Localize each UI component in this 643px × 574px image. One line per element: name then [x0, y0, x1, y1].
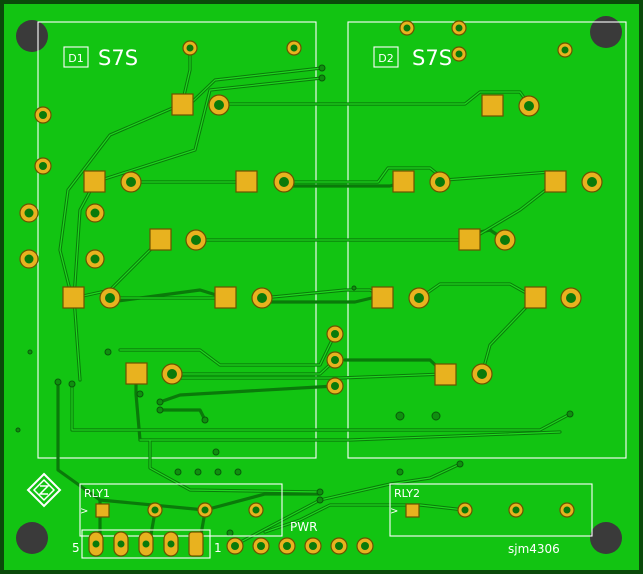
rly1-label: RLY1: [84, 487, 110, 500]
d2-ref-box: [373, 46, 399, 68]
d2-value-label: S7S: [412, 46, 452, 70]
rly2-label: RLY2: [394, 487, 420, 500]
mounting-hole-bottom-right: [590, 522, 622, 554]
rly1-pin1-marker: >: [80, 506, 88, 517]
mounting-hole-bottom-left: [16, 522, 48, 554]
mounting-hole-top-right: [590, 16, 622, 48]
d1-ref-box: [63, 46, 89, 68]
d1-value-label: S7S: [98, 46, 138, 70]
header-pin5-label: 5: [72, 541, 80, 555]
pwr-pads: [226, 537, 374, 555]
rly1-outline: [79, 483, 283, 537]
copper-traces: [56, 46, 572, 547]
header-pin1-label: 1: [214, 541, 222, 555]
pcb-logo-icon: [26, 472, 62, 508]
display-square-pads: [62, 93, 567, 386]
header-pads: [88, 531, 204, 557]
rly2-pin1-marker: >: [390, 506, 398, 517]
rly2-outline: [389, 483, 593, 537]
d2-ref-label: D2: [378, 52, 393, 65]
display-round-pads: [99, 94, 603, 385]
pwr-label: PWR: [290, 520, 317, 534]
d1-ref-label: D1: [68, 52, 83, 65]
small-pads: [19, 20, 573, 395]
rly1-pads: [95, 502, 264, 518]
mounting-hole-top-left: [16, 20, 48, 52]
author-label: sjm4306: [508, 542, 560, 556]
header-outline: [81, 529, 211, 559]
vias: [15, 64, 574, 537]
rly2-pads: [405, 502, 575, 518]
